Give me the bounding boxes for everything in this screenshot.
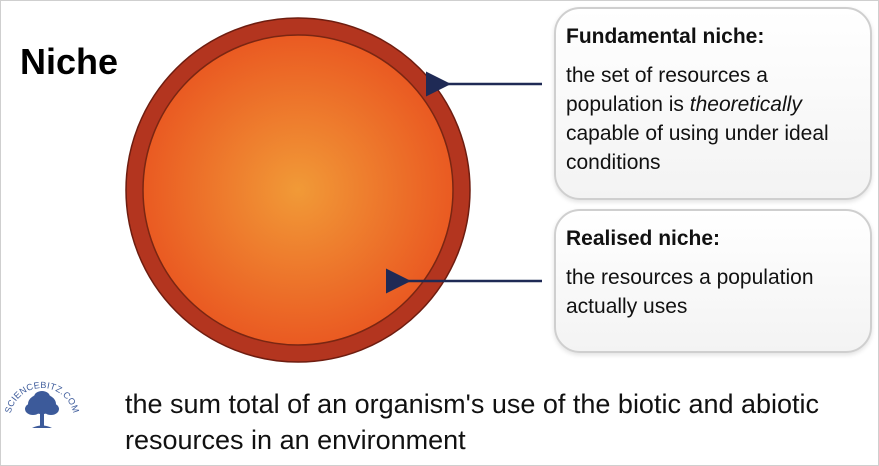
- fundamental-niche-heading: Fundamental niche:: [566, 25, 765, 48]
- fundamental-niche-card: Fundamental niche: the set of resources …: [554, 7, 872, 200]
- realised-niche-card: Realised niche: the resources a populati…: [554, 209, 872, 353]
- realised-niche-description: the resources a population actually uses: [566, 266, 814, 318]
- tree-icon: [25, 391, 59, 428]
- fundamental-text-emphasis: theoretically: [689, 93, 802, 116]
- fundamental-niche-description: the set of resources a population is the…: [566, 61, 860, 177]
- fundamental-text-end: capable of using under ideal conditions: [566, 122, 829, 174]
- slide-title: Niche: [20, 41, 119, 82]
- sciencebitz-logo: SCIENCEBITZ.COM: [3, 380, 81, 428]
- realised-niche-heading: Realised niche:: [566, 227, 721, 250]
- niche-definition: the sum total of an organism's use of th…: [125, 389, 820, 455]
- fundamental-text-start: the set of resources a population is: [566, 64, 768, 116]
- realised-niche-circle: [142, 34, 454, 346]
